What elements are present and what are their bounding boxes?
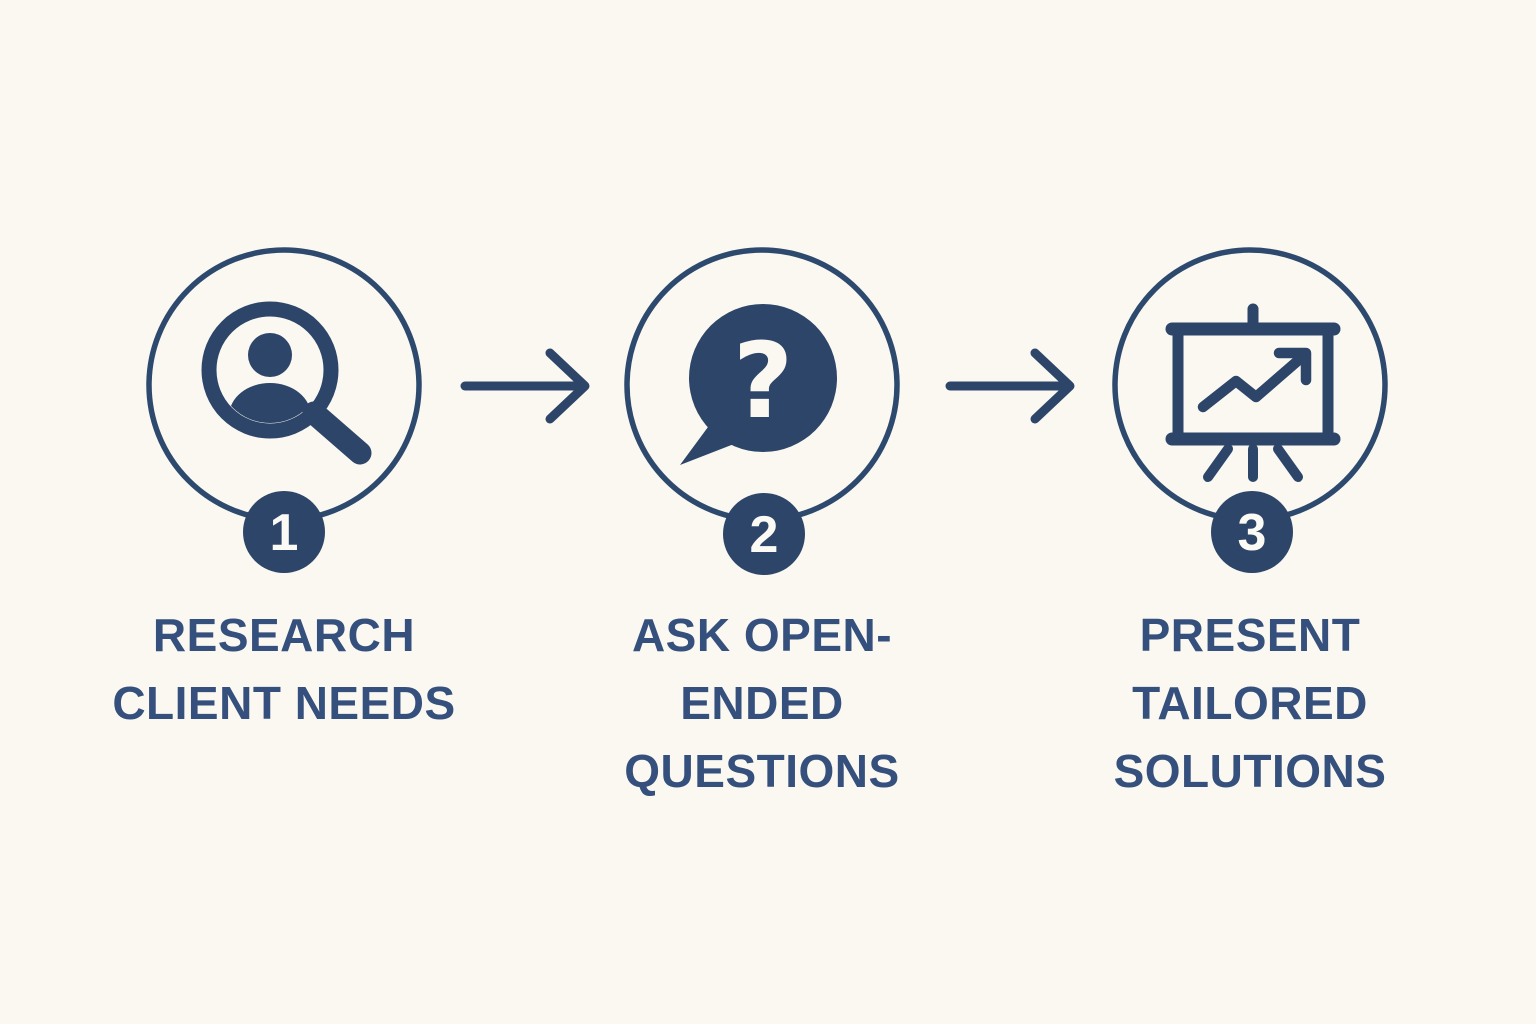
- arrow-right-icon: [945, 348, 1075, 424]
- step-2-label: ASK OPEN- ENDED QUESTIONS: [624, 609, 900, 797]
- step-number: 3: [1238, 504, 1267, 562]
- step-number: 1: [270, 504, 299, 562]
- step-number-badge: 1: [243, 491, 325, 573]
- step-number: 2: [750, 506, 779, 564]
- step-1-label: RESEARCH CLIENT NEEDS: [112, 609, 456, 729]
- step-3-label: PRESENT TAILORED SOLUTIONS: [1113, 609, 1387, 797]
- arrow-right-icon: [460, 348, 590, 424]
- presentation-chart-icon: 3: [1112, 247, 1388, 573]
- question-bubble-icon: ? 2: [624, 247, 900, 575]
- step-2: ? 2 ASK OPEN- ENDED QUESTIONS: [532, 245, 992, 825]
- step-number-badge: 3: [1211, 491, 1293, 573]
- step-number-badge: 2: [723, 493, 805, 575]
- step-3: 3 PRESENT TAILORED SOLUTIONS: [1020, 245, 1480, 825]
- person-search-icon: 1: [146, 247, 422, 573]
- question-mark-glyph: ?: [733, 320, 793, 442]
- step-1: 1 RESEARCH CLIENT NEEDS: [54, 245, 514, 825]
